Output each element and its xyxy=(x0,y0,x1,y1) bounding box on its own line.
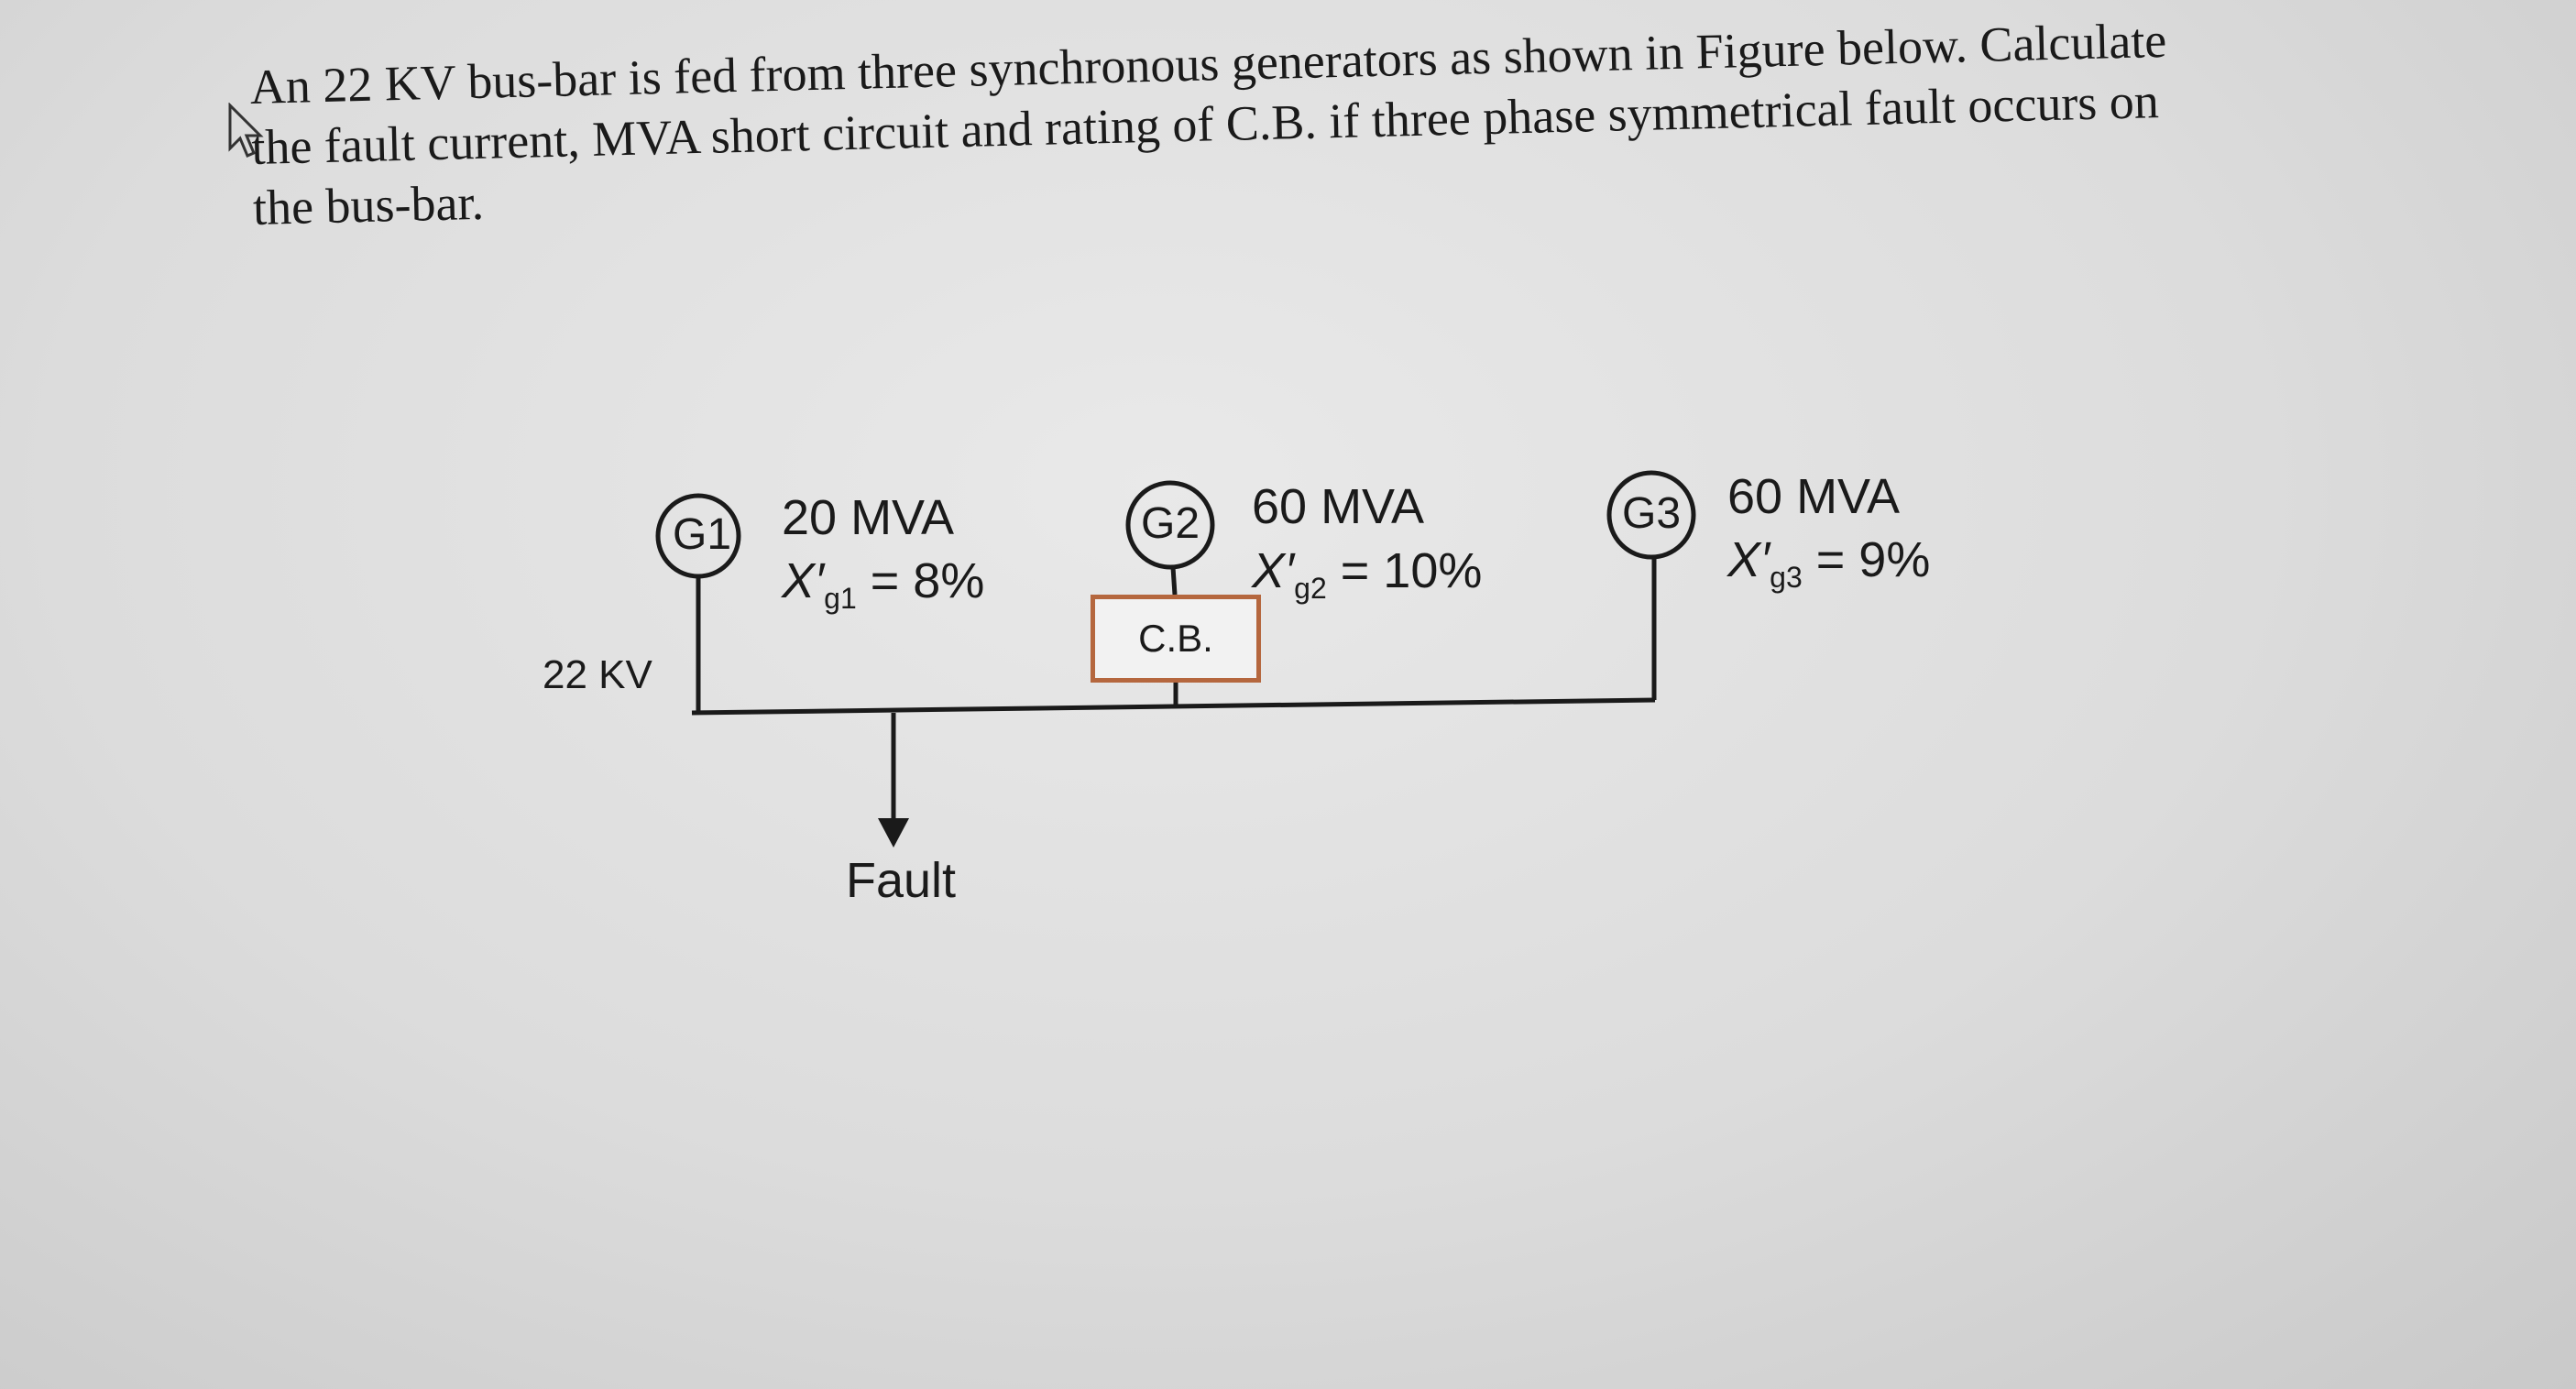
g1-reactance: X′g1 = 8% xyxy=(782,553,985,615)
circuit-breaker-label: C.B. xyxy=(1138,617,1213,660)
g2-rating: 60 MVA xyxy=(1252,479,1425,534)
mouse-pointer-icon xyxy=(228,103,264,158)
fault-label: Fault xyxy=(846,853,957,908)
g3-name: G3 xyxy=(1622,489,1682,538)
g1-rating: 20 MVA xyxy=(782,490,955,545)
generator-g2-circle xyxy=(1125,480,1215,570)
generator-g3-circle xyxy=(1606,470,1696,560)
circuit-breaker-box: C.B. xyxy=(1091,595,1261,683)
g3-rating: 60 MVA xyxy=(1727,469,1901,524)
g2-reactance: X′g2 = 10% xyxy=(1252,543,1483,605)
g2-name: G2 xyxy=(1141,499,1200,548)
g2-lead-top xyxy=(1170,566,1178,596)
fault-arrowhead xyxy=(878,818,909,848)
g1-name: G1 xyxy=(673,510,732,559)
bus-voltage-label: 22 KV xyxy=(543,652,652,697)
g3-reactance: X′g3 = 9% xyxy=(1727,532,1931,594)
